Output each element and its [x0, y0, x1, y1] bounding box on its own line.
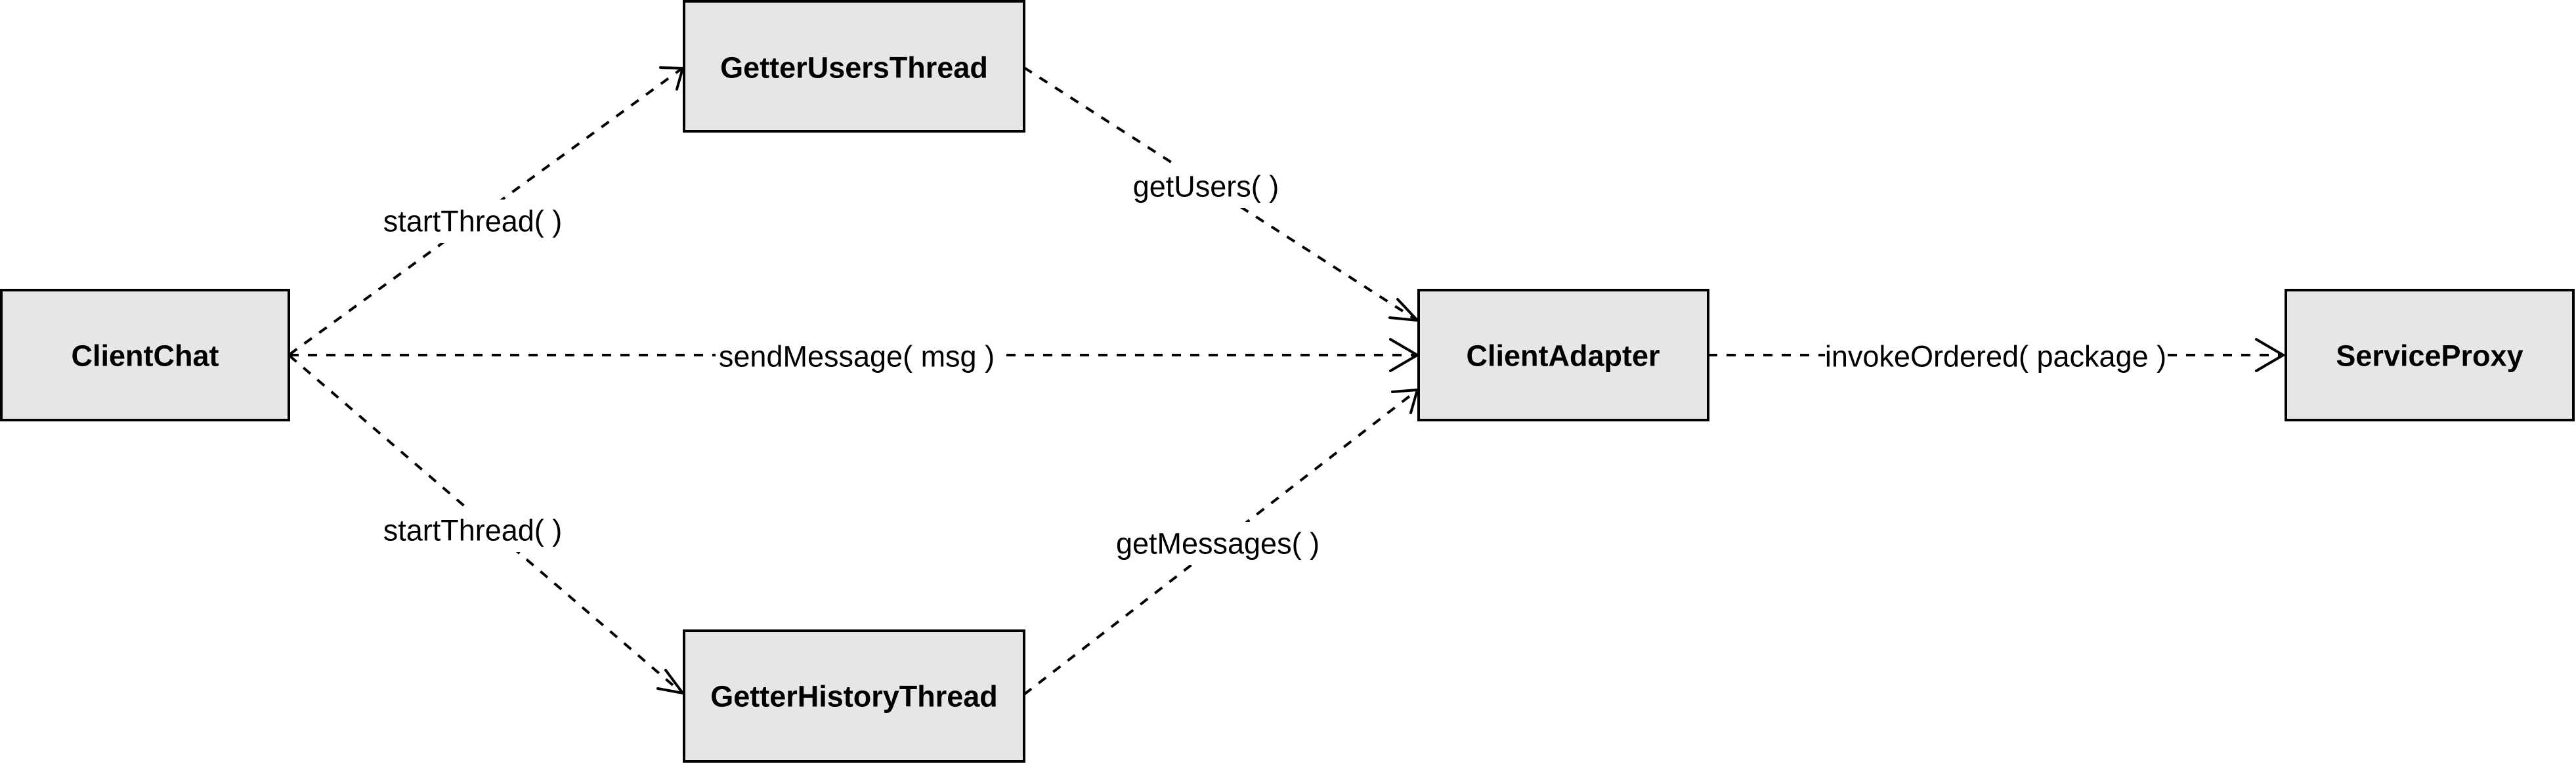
edge-label-text: startThread( ) — [383, 514, 563, 547]
edge-label-text: startThread( ) — [383, 205, 563, 238]
node-client-adapter: ClientAdapter — [1417, 289, 1709, 421]
node-label: ClientChat — [72, 339, 219, 373]
edge-label-start-thread-history: startThread( ) — [374, 509, 571, 552]
edge-label-text: getUsers( ) — [1133, 170, 1279, 203]
node-label: ClientAdapter — [1466, 339, 1660, 373]
edge-invoke-ordered — [1708, 338, 2286, 372]
node-client-chat: ClientChat — [0, 289, 290, 421]
edge-label-get-users: getUsers( ) — [1119, 165, 1293, 208]
node-getter-history-thread: GetterHistoryThread — [683, 629, 1025, 763]
node-label: GetterUsersThread — [720, 51, 988, 85]
node-label: ServiceProxy — [2336, 339, 2523, 373]
node-getter-users-thread: GetterUsersThread — [683, 0, 1025, 133]
edge-label-text: getMessages( ) — [1116, 527, 1320, 561]
edge-label-text: sendMessage( msg ) — [719, 340, 995, 373]
node-service-proxy: ServiceProxy — [2285, 289, 2575, 421]
edge-label-text: invokeOrdered( package ) — [1825, 340, 2166, 373]
edge-label-send-message: sendMessage( msg ) — [716, 333, 998, 377]
edge-label-get-messages: getMessages( ) — [1113, 522, 1323, 565]
node-label: GetterHistoryThread — [710, 680, 998, 713]
edge-label-start-thread-users: startThread( ) — [374, 200, 571, 243]
edge-label-invoke-ordered: invokeOrdered( package ) — [1825, 333, 2166, 377]
